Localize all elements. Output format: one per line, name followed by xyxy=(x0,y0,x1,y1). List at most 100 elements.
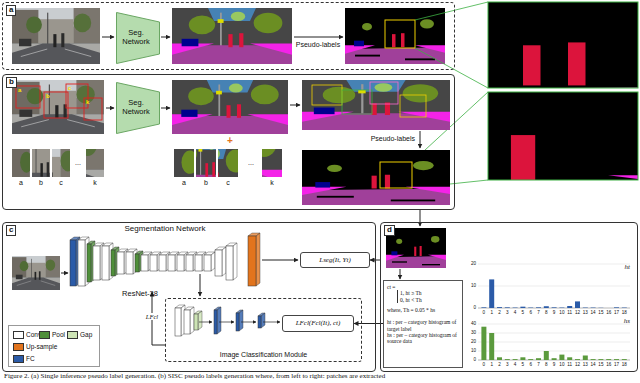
chart-grid xyxy=(478,264,630,265)
layer-block xyxy=(215,250,222,276)
axis-tick: 30 xyxy=(471,330,476,335)
histogram-bar xyxy=(528,359,533,361)
flow-arrow xyxy=(61,273,68,274)
histogram-bar xyxy=(583,307,588,308)
axis-tick: 10 xyxy=(471,348,476,353)
patch-letter: b xyxy=(46,93,50,100)
layer-block xyxy=(226,243,237,280)
patch-outline xyxy=(342,90,372,114)
patch-letter: ... xyxy=(75,159,81,167)
zoom-box xyxy=(380,162,412,188)
layer-block xyxy=(141,255,148,271)
patch-outline xyxy=(400,95,426,117)
axis-tick: 6 xyxy=(529,362,532,367)
axis-tick: 0 xyxy=(483,362,486,367)
image-patch xyxy=(8,144,83,206)
panel-letter: c xyxy=(6,225,16,236)
layer-block xyxy=(190,307,194,334)
patch-letter: a xyxy=(19,179,23,187)
layer-block xyxy=(204,252,215,271)
loss-box: LFcl(Fcl(It), ct) xyxy=(282,315,354,332)
flow-arrow xyxy=(420,131,421,148)
flow-arrow xyxy=(106,108,114,109)
flow-arrow xyxy=(263,322,280,323)
axis-tick: 0 xyxy=(473,305,476,310)
axis-tick: 17 xyxy=(614,310,619,315)
histogram-bar xyxy=(552,358,557,360)
layer-block xyxy=(135,254,139,272)
axis-tick: 13 xyxy=(583,362,588,367)
histogram-bar xyxy=(481,307,486,309)
seg-patch xyxy=(182,126,284,195)
node-text: 0, ht < Th xyxy=(397,297,422,303)
histogram-bar xyxy=(559,355,564,360)
axis-tick: 17 xyxy=(614,362,619,367)
layer-block xyxy=(168,255,175,271)
panel-letter: b xyxy=(6,77,17,88)
flow-arrow xyxy=(420,210,421,226)
axis-tick: 7 xyxy=(537,310,540,315)
axis-tick: 1 xyxy=(490,362,493,367)
module-frame: Image Classification Module LFcl(Fcl(It),… xyxy=(165,298,362,362)
annotation: LFcl xyxy=(145,313,159,320)
histogram-bar xyxy=(606,308,611,309)
layer-block xyxy=(184,310,190,334)
histogram-bar xyxy=(513,359,518,361)
trapezoid-shape xyxy=(117,83,160,134)
legend-item: Pool xyxy=(39,331,65,339)
legend-swatch xyxy=(39,331,50,339)
layer-block xyxy=(102,246,109,280)
legend-text: Gap xyxy=(80,331,92,338)
layer-block xyxy=(214,310,217,334)
axis-tick: 14 xyxy=(591,310,596,315)
patch-letter: c xyxy=(226,179,230,187)
layer-block xyxy=(198,311,202,330)
histogram-bar xyxy=(544,351,549,360)
layer-block xyxy=(87,244,91,282)
layer-block xyxy=(248,236,256,286)
axis-tick: 13 xyxy=(583,310,588,315)
layer-block xyxy=(214,307,221,334)
patch-box xyxy=(84,98,102,120)
histogram-bar xyxy=(575,301,580,308)
legend-item: Up-sample xyxy=(13,343,57,351)
patch-box xyxy=(66,84,88,108)
seg-patch xyxy=(169,144,252,206)
panel-frame: dct =1, ht ≥ Th0, ht < Thwhere, Th = 0.0… xyxy=(380,222,638,372)
fused-segmentation-map xyxy=(302,80,450,130)
flow-arrow xyxy=(200,274,201,296)
patch-outline xyxy=(370,82,398,104)
layer-block xyxy=(194,314,198,330)
legend-item: Conv xyxy=(13,331,41,339)
annotation: Segmentation Network xyxy=(125,225,206,234)
chart-grid xyxy=(478,264,630,351)
image-patch xyxy=(8,144,83,206)
histogram-bar xyxy=(489,333,494,360)
axis-tick: 20 xyxy=(471,339,476,344)
node-text: ht : per – category histogram of target … xyxy=(387,319,459,332)
axis-tick: 0 xyxy=(483,310,486,315)
pseudo-label-thumbnail xyxy=(386,228,446,268)
layer-block xyxy=(70,240,76,286)
zoom-box xyxy=(385,20,415,48)
legend-swatch xyxy=(13,343,24,351)
layer-block xyxy=(215,247,226,276)
legend-swatch xyxy=(13,355,24,363)
layer-block xyxy=(256,233,260,286)
connector-arrow xyxy=(354,323,383,324)
histogram-bar xyxy=(544,306,549,308)
layer-block xyxy=(258,316,261,328)
flow-arrow xyxy=(199,322,212,323)
axis-tick: 4 xyxy=(514,310,517,315)
histogram-bar xyxy=(497,307,502,309)
layer-block xyxy=(258,313,265,328)
patch-letter: c xyxy=(59,179,63,187)
figure-caption: Figure 2. (a) Single inference pseudo la… xyxy=(4,373,385,381)
network-layers xyxy=(70,233,260,286)
zoom-frame xyxy=(488,92,638,180)
axis-tick: 6 xyxy=(529,310,532,315)
axis-tick: 20 xyxy=(471,261,476,266)
axis-tick: 3 xyxy=(506,362,509,367)
node-text: Image Classification Module xyxy=(220,351,308,359)
